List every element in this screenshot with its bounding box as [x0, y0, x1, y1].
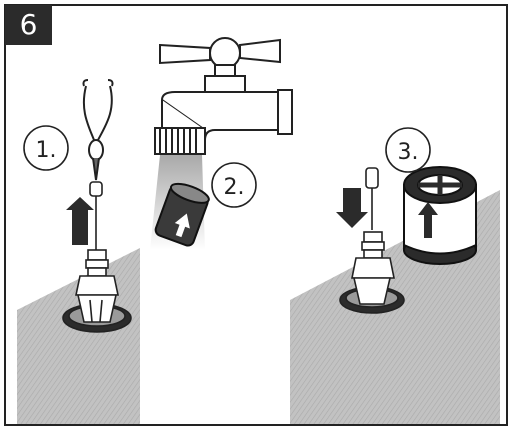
- callout-3: 3.: [385, 127, 431, 173]
- callout-2-label: 2.: [224, 175, 245, 200]
- callout-1-label: 1.: [36, 138, 57, 163]
- pliers-icon: [82, 79, 114, 181]
- valve-stem-icon: [89, 181, 103, 255]
- valve-stem-icon-2: [365, 167, 379, 230]
- filter-cartridge-icon: [403, 166, 477, 265]
- faucet-icon: [154, 37, 293, 155]
- valve-housing-icon-2: [339, 231, 405, 314]
- counter-left: [17, 248, 140, 424]
- valve-housing-icon: [62, 249, 132, 333]
- callout-1: 1.: [23, 125, 69, 171]
- callout-3-label: 3.: [398, 140, 419, 165]
- down-arrow-icon: [336, 188, 368, 228]
- callout-2: 2.: [211, 162, 257, 208]
- filter-cup-icon: [154, 182, 210, 247]
- step-number-badge: 6: [5, 5, 52, 45]
- up-arrow-icon: [66, 197, 94, 245]
